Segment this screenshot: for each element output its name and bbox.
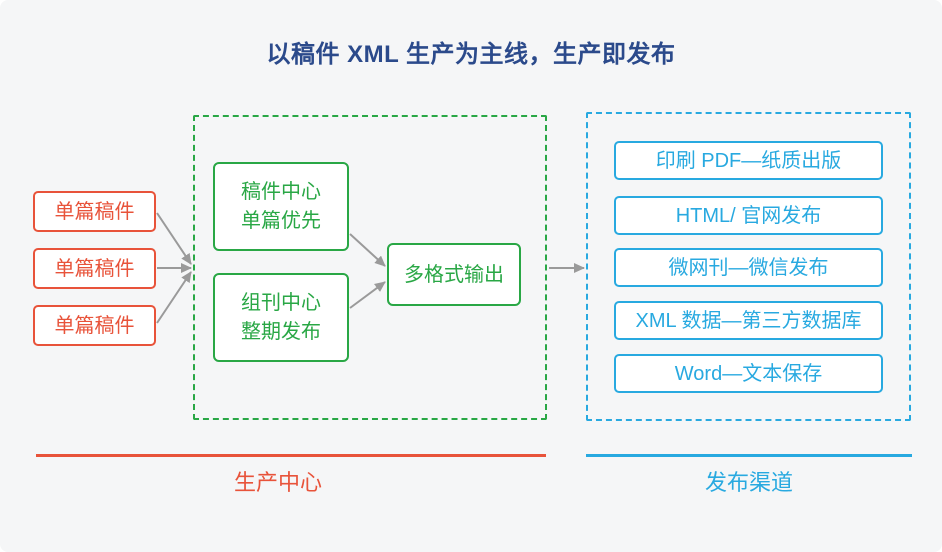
arrow-manuscript-3 — [156, 271, 192, 324]
publishing-divider — [586, 454, 912, 457]
production-divider — [36, 454, 546, 457]
manuscript-box-3: 单篇稿件 — [33, 305, 156, 346]
channel-xml-database: XML 数据—第三方数据库 — [614, 301, 883, 340]
publishing-channels-area — [586, 112, 911, 421]
production-center-label: 生产中心 — [233, 470, 322, 495]
arrow-manuscript-1 — [156, 212, 192, 265]
issue-center-box: 组刊中心 整期发布 — [213, 273, 349, 362]
production-center-area — [193, 115, 547, 420]
multi-format-output-box: 多格式输出 — [387, 243, 521, 306]
channel-html-website: HTML/ 官网发布 — [614, 196, 883, 235]
channel-pdf-print: 印刷 PDF—纸质出版 — [614, 141, 883, 180]
channel-wechat: 微网刊—微信发布 — [614, 248, 883, 287]
channel-word-archive: Word—文本保存 — [614, 354, 883, 393]
publishing-channels-label: 发布渠道 — [704, 470, 793, 495]
manuscript-center-box: 稿件中心 单篇优先 — [213, 162, 349, 251]
diagram-title: 以稿件 XML 生产为主线，生产即发布 — [266, 41, 676, 68]
manuscript-center-title: 稿件中心 — [241, 180, 321, 203]
manuscript-box-1: 单篇稿件 — [33, 191, 156, 232]
manuscript-center-subtitle: 单篇优先 — [241, 209, 321, 232]
issue-center-title: 组刊中心 — [241, 291, 321, 314]
manuscript-box-2: 单篇稿件 — [33, 248, 156, 289]
issue-center-subtitle: 整期发布 — [241, 320, 321, 343]
